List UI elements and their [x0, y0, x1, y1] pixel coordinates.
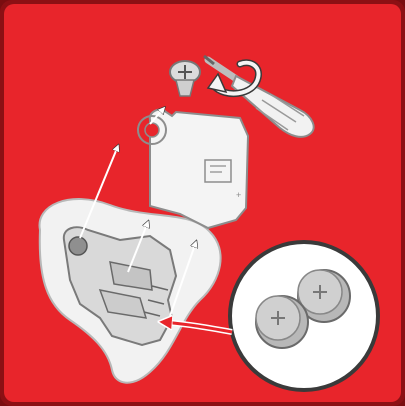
svg-text:+: + [236, 190, 241, 200]
coin-cell-battery-icon [256, 296, 308, 348]
